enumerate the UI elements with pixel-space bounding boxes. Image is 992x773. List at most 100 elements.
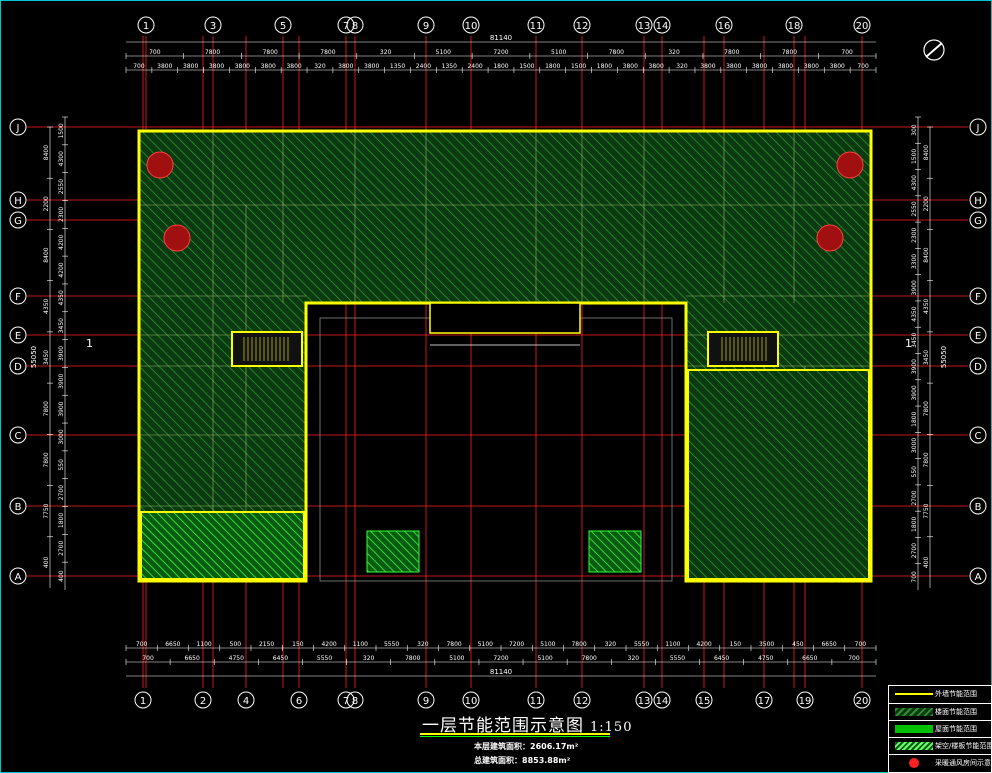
- axis-bubble: [346, 691, 364, 709]
- axis-bubble: [9, 497, 27, 515]
- dimension-text: 5100: [478, 641, 493, 648]
- dimension-text: 7750: [43, 503, 50, 518]
- dimension-text: 3800: [726, 63, 741, 70]
- roof-pad-left: [366, 530, 420, 573]
- axis-label: E: [975, 331, 981, 342]
- axis-label: 13: [638, 696, 651, 707]
- axis-bubble: [290, 691, 308, 709]
- legend-item-roof: 屋面节能范围: [889, 720, 991, 737]
- axis-label: 12: [576, 696, 589, 707]
- legend-label: 架空/楼板节能范围: [935, 742, 992, 750]
- title-text: 一层节能范围示意图: [422, 716, 584, 736]
- dimension-text: 7800: [43, 452, 50, 467]
- dimension-text: 5100: [540, 641, 555, 648]
- axis-bubble: [134, 691, 152, 709]
- dimension-text: 3800: [830, 63, 845, 70]
- axis-bubble: [635, 16, 653, 34]
- dimension-text: 3900: [58, 401, 65, 416]
- dimension-text: 7800: [782, 49, 797, 56]
- axis-label: B: [975, 502, 982, 513]
- section-mark: 1: [86, 337, 93, 350]
- dimension-text: 3500: [759, 641, 774, 648]
- dimension-text: 1800: [911, 411, 918, 426]
- dimension-text: 320: [417, 641, 429, 648]
- dimension-text: 3800: [338, 63, 353, 70]
- dimension-text: 700: [855, 641, 867, 648]
- dimension-text: 8400: [43, 145, 50, 160]
- axis-bubble: [337, 691, 355, 709]
- dimension-text: 320: [605, 641, 617, 648]
- dimension-text: 7800: [446, 641, 461, 648]
- axis-label: D: [974, 362, 982, 373]
- axis-label: 6: [296, 696, 302, 707]
- bottom-left-room: [140, 511, 305, 580]
- scale-text: 1:150: [590, 720, 633, 735]
- axis-bubble: [969, 326, 987, 344]
- dimension-text: 6650: [821, 641, 836, 648]
- axis-bubble: [204, 16, 222, 34]
- axis-bubble: [9, 357, 27, 375]
- axis-bubble: [527, 16, 545, 34]
- legend-swatch: [895, 693, 933, 695]
- dimension-text: 3800: [752, 63, 767, 70]
- dimension-text: 2200: [43, 196, 50, 211]
- dimension-text: 2700: [58, 485, 65, 500]
- axis-label: 11: [530, 696, 543, 707]
- axis-bubble: [9, 211, 27, 229]
- dimension-text: 1800: [545, 63, 560, 70]
- dimension-text: 5100: [551, 49, 566, 56]
- axis-label: F: [15, 292, 21, 303]
- dimension-text: 3450: [923, 350, 930, 365]
- dimension-text: 4200: [321, 641, 336, 648]
- axis-bubble: [9, 118, 27, 136]
- axis-label: 12: [576, 21, 589, 32]
- total-area-label: 总建筑面积：8853.88m²: [474, 756, 571, 765]
- dimension-total: 81140: [490, 34, 512, 42]
- axis-label: 17: [758, 696, 771, 707]
- axis-bubble: [417, 16, 435, 34]
- building-outline: [137, 129, 873, 583]
- axis-label: 1: [140, 696, 146, 707]
- legend-label: 屋面节能范围: [935, 725, 977, 733]
- axis-label: 10: [465, 696, 478, 707]
- axis-label: 11: [530, 21, 543, 32]
- floor-area-label: 本层建筑面积：2606.17m²: [474, 742, 579, 751]
- section-mark: 1: [905, 337, 912, 350]
- dimension-text: 3000: [911, 438, 918, 453]
- dimension-text: 7800: [582, 655, 597, 662]
- dimension-text: 1500: [571, 63, 586, 70]
- dimension-text: 3450: [911, 333, 918, 348]
- dimension-text: 3800: [364, 63, 379, 70]
- dimension-text: 1500: [58, 123, 65, 138]
- dimension-text: 450: [792, 641, 804, 648]
- dimension-text: 700: [133, 63, 145, 70]
- axis-label: G: [974, 216, 982, 227]
- axis-bubble: [796, 691, 814, 709]
- dimension-text: 3800: [286, 63, 301, 70]
- dimension-text: 3800: [804, 63, 819, 70]
- legend-swatch: [895, 708, 933, 716]
- dimension-text: 3800: [209, 63, 224, 70]
- axis-label: 7: [343, 696, 349, 707]
- axis-bubble: [573, 16, 591, 34]
- title-underline: [420, 733, 610, 737]
- axis-bubble: [715, 16, 733, 34]
- axis-bubble: [969, 497, 987, 515]
- dimension-text: 4300: [58, 151, 65, 166]
- right-hall: [687, 369, 870, 580]
- axis-bubble: [462, 16, 480, 34]
- dimension-text: 1100: [353, 641, 368, 648]
- axis-label: 8: [352, 21, 358, 32]
- axis-bubble: [635, 691, 653, 709]
- dimension-text: 7800: [320, 49, 335, 56]
- dimension-text: 2150: [259, 641, 274, 648]
- dimension-text: 2700: [911, 543, 918, 558]
- axis-label: H: [974, 196, 982, 207]
- axis-label: 8: [352, 696, 358, 707]
- axis-label: 2: [200, 696, 206, 707]
- dimension-text: 7800: [609, 49, 624, 56]
- dimension-text: 400: [923, 556, 930, 568]
- dimension-total: 55050: [30, 346, 38, 368]
